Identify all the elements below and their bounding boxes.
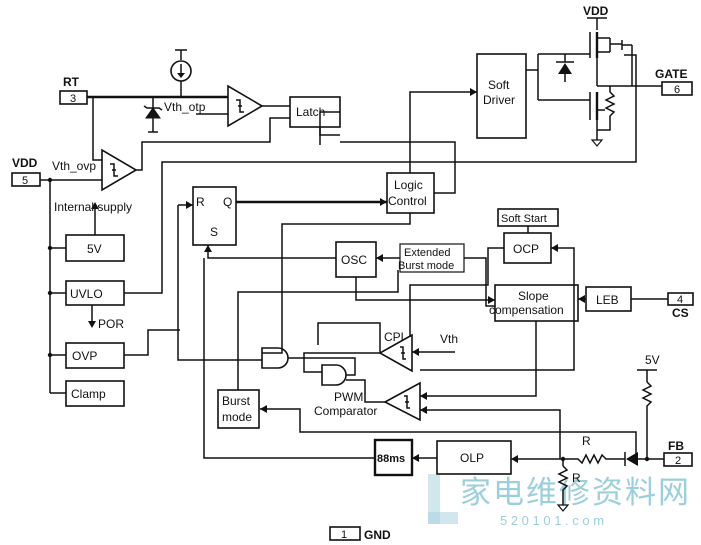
timer-88ms-label: 88ms bbox=[377, 453, 405, 465]
uvlo-label: UVLO bbox=[70, 287, 103, 301]
fb-diode-icon bbox=[624, 452, 664, 466]
leb-block: LEB bbox=[585, 286, 632, 312]
rs-flipflop-block: R Q S bbox=[192, 186, 237, 246]
fb-pullup-resistor-icon bbox=[637, 369, 657, 448]
slope-comp-label-2: compensation bbox=[489, 303, 564, 317]
vth-otp-label: Vth_otp bbox=[164, 100, 206, 114]
burst-mode-label-2: mode bbox=[222, 410, 252, 424]
vdd-top-label: VDD bbox=[583, 4, 609, 18]
pin-gnd-label: GND bbox=[364, 528, 391, 542]
and-gate-2-icon bbox=[321, 364, 347, 386]
pin-rt-number: 3 bbox=[70, 93, 76, 105]
pin-gnd-number: 1 bbox=[341, 529, 347, 541]
pin-cs-number: 4 bbox=[677, 294, 683, 306]
otp-comparator-icon bbox=[227, 84, 264, 128]
v5-block: 5V bbox=[65, 234, 125, 262]
extended-burst-label-2: Burst mode bbox=[398, 260, 454, 272]
pin-gate-label: GATE bbox=[655, 67, 687, 81]
olp-block: OLP bbox=[436, 440, 512, 475]
fb-shunt-resistor-icon bbox=[556, 459, 570, 512]
burst-mode-block: Burst mode bbox=[217, 389, 260, 429]
rs-q-label: Q bbox=[223, 195, 232, 209]
rs-s-label: S bbox=[210, 225, 218, 239]
burst-mode-label-1: Burst bbox=[222, 394, 251, 408]
pin-cs: 4 CS bbox=[667, 292, 694, 320]
latch-label: Latch bbox=[296, 105, 325, 119]
pin-gate-number: 6 bbox=[674, 84, 680, 96]
ocp-label: OCP bbox=[513, 242, 539, 256]
wiring bbox=[40, 54, 668, 463]
soft-driver-block: Soft Driver bbox=[476, 53, 527, 139]
ocp-block: OCP bbox=[503, 232, 552, 264]
pin-rt: RT 3 bbox=[59, 75, 88, 105]
pin-cs-label: CS bbox=[672, 306, 689, 320]
soft-start-label: Soft Start bbox=[501, 213, 547, 225]
pin-fb-label: FB bbox=[668, 439, 684, 453]
slope-comp-label-1: Slope bbox=[518, 289, 549, 303]
watermark-text: 家电维修资料网 bbox=[460, 475, 691, 510]
pwm-label-1: PWM bbox=[334, 390, 363, 404]
soft-driver-label-1: Soft bbox=[488, 78, 510, 92]
ovp-comparator-icon bbox=[101, 148, 138, 192]
uvlo-block: UVLO bbox=[65, 280, 125, 306]
timer-88ms-block: 88ms bbox=[373, 438, 414, 477]
pwm-label-2: Comparator bbox=[314, 404, 377, 418]
pin-gate: GATE 6 bbox=[655, 67, 693, 96]
vth-ovp-label: Vth_ovp bbox=[52, 159, 96, 173]
osc-label: OSC bbox=[341, 253, 367, 267]
clamp-label: Clamp bbox=[71, 387, 106, 401]
watermark-url: 5 2 0 1 0 1 . c o m bbox=[500, 513, 604, 528]
pwm-comparator-icon bbox=[383, 381, 421, 422]
v5-label: 5V bbox=[87, 242, 102, 256]
pin-fb-number: 2 bbox=[675, 455, 681, 467]
soft-start-block: Soft Start bbox=[497, 208, 559, 227]
vth-label: Vth bbox=[440, 332, 458, 346]
pin-vdd: VDD 5 bbox=[11, 156, 41, 187]
olp-label: OLP bbox=[460, 451, 484, 465]
watermark: 家电维修资料网 5 2 0 1 0 1 . c o m bbox=[428, 474, 691, 528]
ovp-block: OVP bbox=[65, 342, 125, 369]
output-mosfet-icon bbox=[526, 17, 662, 147]
clamp-block: Clamp bbox=[65, 380, 125, 407]
r-bottom-label: R bbox=[572, 471, 581, 485]
extended-burst-label-1: Extended bbox=[404, 247, 450, 259]
ovp-label: OVP bbox=[72, 349, 97, 363]
slope-compensation-block: Slope compensation bbox=[489, 284, 579, 322]
fb-series-resistor-icon bbox=[560, 453, 625, 465]
logic-control-block: Logic Control bbox=[386, 172, 435, 214]
pin-rt-label: RT bbox=[63, 75, 80, 89]
pin-vdd-label: VDD bbox=[12, 156, 38, 170]
pin-gnd: 1 GND bbox=[329, 526, 391, 542]
r-top-label: R bbox=[582, 434, 591, 448]
osc-block: OSC bbox=[335, 241, 377, 278]
v5-fb-label: 5V bbox=[645, 353, 660, 367]
zener-diode-icon bbox=[143, 97, 163, 133]
pin-vdd-number: 5 bbox=[22, 175, 28, 187]
por-label: POR bbox=[98, 317, 124, 331]
cpl-comparator-icon bbox=[378, 333, 413, 373]
extended-burst-block: Extended Burst mode bbox=[398, 243, 465, 273]
and-gate-1-icon bbox=[261, 347, 289, 369]
logic-control-label-2: Control bbox=[388, 194, 427, 208]
current-source-icon bbox=[170, 49, 192, 97]
logic-control-label-1: Logic bbox=[394, 178, 423, 192]
leb-label: LEB bbox=[596, 293, 619, 307]
rs-r-label: R bbox=[196, 195, 205, 209]
pin-fb: FB 2 bbox=[663, 439, 693, 467]
soft-driver-label-2: Driver bbox=[483, 93, 515, 107]
